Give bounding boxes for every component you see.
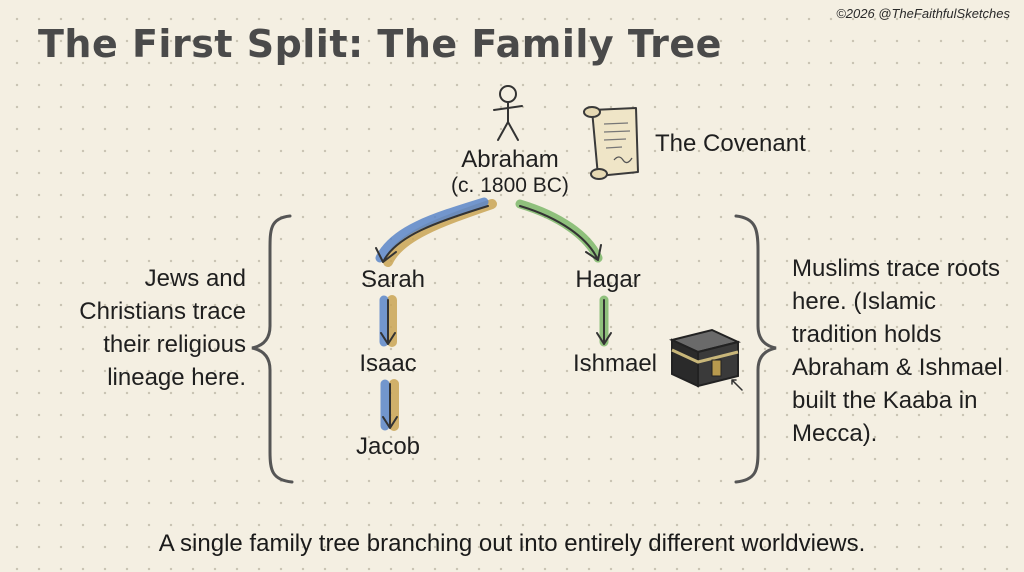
arrow-abraham-hagar [519, 205, 602, 261]
right-note: Muslims trace roots here. (Islamic tradi… [792, 255, 1003, 447]
kaaba-icon [669, 328, 743, 391]
node-ishmael: Ishmael [572, 350, 658, 377]
stick-figure-icon [493, 85, 523, 141]
lineage-green-abraham-hagar [515, 199, 603, 263]
page-title: The First Split: The Family Tree [38, 22, 722, 66]
arrow-isaac-jacob [382, 383, 398, 429]
node-abraham-date: (c. 1800 BC) [451, 174, 569, 197]
node-abraham: Abraham (c. 1800 BC) [440, 146, 580, 198]
arrow-sarah-isaac [380, 299, 396, 345]
scroll-icon [583, 106, 639, 180]
node-jacob: Jacob [355, 433, 421, 460]
node-hagar: Hagar [575, 266, 641, 293]
node-sarah: Sarah [360, 266, 426, 293]
left-note: Jews and Christians trace their religiou… [79, 265, 246, 391]
arrow-hagar-ishmael [596, 299, 612, 345]
lineage-blue-abraham-sarah [375, 197, 489, 263]
arrow-abraham-sarah [375, 205, 489, 263]
covenant-label: The Covenant [655, 130, 806, 157]
node-isaac: Isaac [359, 350, 417, 377]
left-curly-bracket [251, 214, 294, 484]
copyright-notice: ©2026 @TheFaithfulSketches [836, 6, 1010, 21]
node-abraham-name: Abraham [461, 146, 559, 173]
caption: A single family tree branching out into … [158, 530, 866, 557]
right-curly-bracket [734, 214, 777, 484]
